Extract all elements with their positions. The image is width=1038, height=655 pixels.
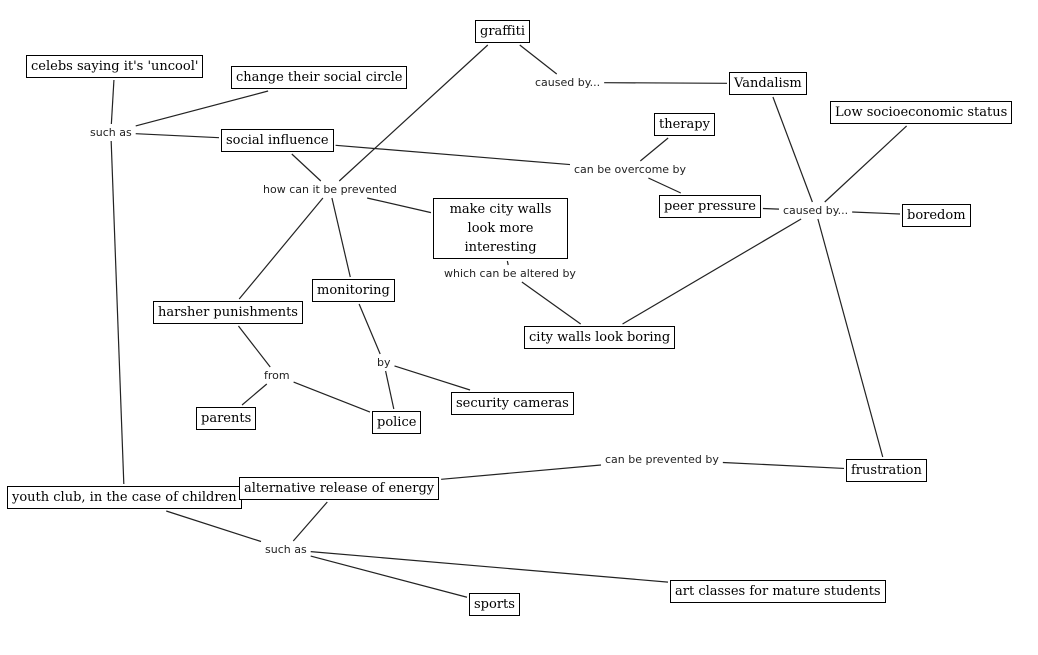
- concept-parents[interactable]: parents: [196, 407, 257, 430]
- phrase-which-can-be-altered-by[interactable]: which can be altered by: [442, 267, 578, 280]
- link-prevented_by-frustration: [722, 461, 845, 470]
- link-social_influence-overcome_by: [335, 144, 571, 166]
- concept-city-walls-look-boring[interactable]: city walls look boring: [524, 326, 676, 349]
- link-overcome_by-peer_pressure: [648, 177, 682, 194]
- concept-peer-pressure[interactable]: peer pressure: [659, 195, 761, 218]
- concept-celebs-uncool[interactable]: celebs saying it's 'uncool': [26, 55, 204, 78]
- phrase-can-be-prevented-by[interactable]: can be prevented by: [603, 453, 721, 466]
- concept-frustration[interactable]: frustration: [846, 459, 927, 482]
- link-such_as_top-youth_club: [110, 140, 125, 485]
- link-alt_release-such_as_bottom: [292, 501, 328, 542]
- concept-alternative-release-of-energy[interactable]: alternative release of energy: [239, 477, 440, 500]
- phrase-by[interactable]: by: [375, 356, 393, 369]
- link-harsher-from: [237, 325, 271, 368]
- link-how_prevented-harsher: [238, 197, 324, 300]
- concept-boredom[interactable]: boredom: [902, 204, 971, 227]
- link-how_prevented-make_walls: [366, 197, 432, 214]
- link-by-security_cameras: [394, 365, 471, 391]
- link-such_as_bottom-sports: [310, 555, 468, 598]
- concept-police[interactable]: police: [372, 411, 422, 434]
- link-celebs-such_as_top: [110, 79, 115, 125]
- concept-social-influence[interactable]: social influence: [221, 129, 334, 152]
- link-youth_club-such_as_bottom: [166, 510, 262, 543]
- concept-therapy[interactable]: therapy: [654, 113, 715, 136]
- link-from-parents: [241, 383, 268, 406]
- phrase-from[interactable]: from: [262, 369, 292, 382]
- link-low_ses-caused_by_right: [824, 125, 908, 203]
- concept-graffiti[interactable]: graffiti: [475, 20, 531, 43]
- link-from-police: [293, 381, 371, 413]
- concept-low-socioeconomic-status[interactable]: Low socioeconomic status: [830, 101, 1013, 124]
- link-caused_by_right-frustration: [817, 218, 884, 458]
- link-graffiti-caused_by_top: [519, 44, 558, 75]
- phrase-caused-by-right[interactable]: caused by...: [781, 204, 851, 217]
- phrase-such-as-top[interactable]: such as: [88, 126, 134, 139]
- link-monitoring-by: [358, 303, 381, 355]
- phrase-can-be-overcome-by[interactable]: can be overcome by: [572, 163, 689, 176]
- concept-security-cameras[interactable]: security cameras: [451, 392, 574, 415]
- link-such_as_bottom-art_classes: [310, 551, 669, 583]
- concept-youth-club[interactable]: youth club, in the case of children: [7, 486, 242, 509]
- link-alt_release-prevented_by: [441, 464, 602, 480]
- concept-harsher-punishments[interactable]: harsher punishments: [153, 301, 303, 324]
- link-altered_by-city_walls_boring: [521, 281, 582, 325]
- concept-monitoring[interactable]: monitoring: [312, 279, 395, 302]
- concept-art-classes[interactable]: art classes for mature students: [670, 580, 886, 603]
- concept-vandalism[interactable]: Vandalism: [729, 72, 807, 95]
- link-make_walls-altered_by: [506, 260, 509, 266]
- phrase-how-can-it-be-prevented[interactable]: how can it be prevented: [261, 183, 399, 196]
- link-peer_pressure-caused_by_right: [762, 207, 780, 210]
- link-graffiti-how_prevented: [338, 44, 489, 182]
- link-how_prevented-monitoring: [331, 197, 351, 278]
- phrase-caused-by-top[interactable]: caused by...: [533, 76, 603, 89]
- link-by-police: [385, 370, 395, 410]
- link-change_circle-such_as_top: [135, 90, 269, 127]
- concept-sports[interactable]: sports: [469, 593, 520, 616]
- link-caused_by_right-city_walls_boring: [622, 218, 802, 325]
- link-such_as_top-social_influence: [135, 133, 220, 139]
- link-vandalism-caused_by_right: [772, 96, 813, 203]
- link-social_influence-how_prevented: [291, 153, 322, 182]
- link-overcome_by-therapy: [639, 137, 669, 162]
- link-caused_by_top-vandalism: [604, 82, 728, 84]
- phrase-such-as-bottom[interactable]: such as: [263, 543, 309, 556]
- link-caused_by_right-boredom: [852, 211, 901, 215]
- concept-change-social-circle[interactable]: change their social circle: [231, 66, 408, 89]
- concept-make-city-walls-interesting[interactable]: make city walls look more interesting: [433, 198, 568, 259]
